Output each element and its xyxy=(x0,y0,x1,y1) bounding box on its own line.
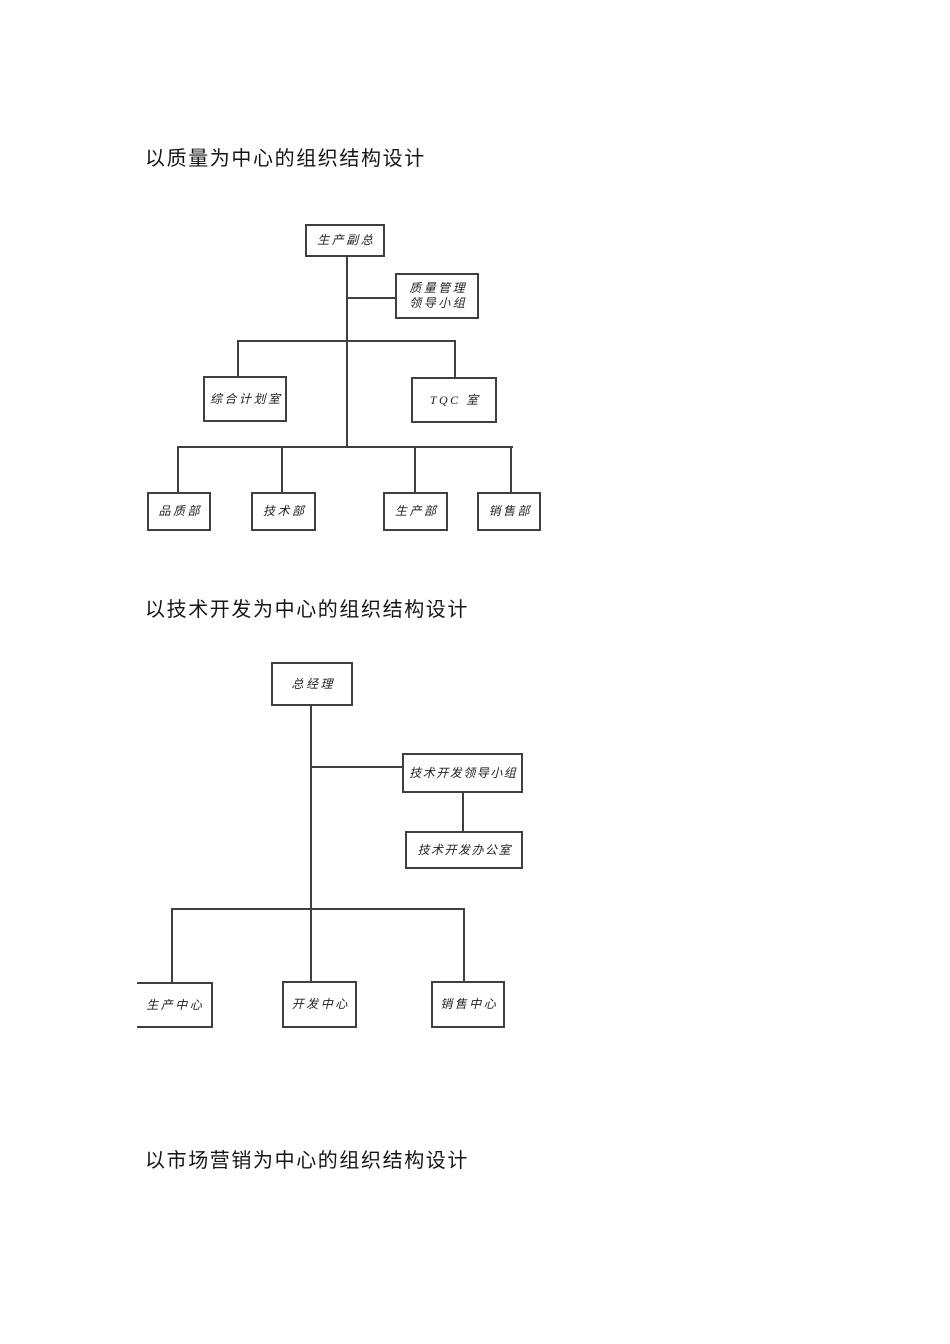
org-box-planning-office: 综合计划室 xyxy=(203,376,287,422)
connector-line xyxy=(310,766,402,768)
org-box-label: 生产部 xyxy=(394,504,439,518)
org-box-quality-dept: 品质部 xyxy=(147,492,211,531)
org-box-general-manager: 总经理 xyxy=(271,662,353,706)
connector-line xyxy=(171,908,173,984)
section-title-quality: 以质量为中心的组织结构设计 xyxy=(145,148,426,170)
org-box-label: 生产中心 xyxy=(146,997,205,1012)
org-box-label: 综合计划室 xyxy=(209,391,283,406)
connector-line xyxy=(346,256,348,448)
org-box-production-vp: 生产副总 xyxy=(305,224,385,257)
org-box-production-dept: 生产部 xyxy=(383,492,448,531)
org-box-quality-leading-group: 质量管理 领导小组 xyxy=(395,273,479,319)
org-box-sales-center: 销售中心 xyxy=(431,981,505,1028)
section-title-tech: 以技术开发为中心的组织结构设计 xyxy=(145,599,469,621)
org-box-label: 技术开发领导小组 xyxy=(409,765,518,780)
connector-line xyxy=(281,446,283,494)
org-box-label: 销售部 xyxy=(488,504,532,518)
connector-line xyxy=(177,446,179,494)
org-box-label: 技术开发办公室 xyxy=(417,842,512,857)
org-box-label: 品质部 xyxy=(158,504,202,518)
connector-line xyxy=(237,340,239,378)
connector-line xyxy=(510,446,512,494)
org-box-label-line2: 领导小组 xyxy=(409,296,468,310)
connector-line xyxy=(171,908,465,910)
connector-line xyxy=(177,446,513,448)
org-box-label: TQC 室 xyxy=(429,392,481,407)
connector-line xyxy=(462,791,464,833)
connector-line xyxy=(463,908,465,982)
org-box-label: 技术部 xyxy=(262,504,307,518)
connector-line xyxy=(310,705,312,982)
connector-line xyxy=(414,446,416,494)
org-box-label: 销售中心 xyxy=(440,997,499,1011)
org-box-label: 生产副总 xyxy=(317,233,376,247)
org-box-tqc-office: TQC 室 xyxy=(411,377,497,423)
org-box-technology-dept: 技术部 xyxy=(251,492,316,531)
org-box-tech-dev-office: 技术开发办公室 xyxy=(405,831,523,869)
org-box-label-line1: 质量管理 xyxy=(409,281,468,295)
org-box-sales-dept: 销售部 xyxy=(477,492,541,531)
org-box-production-center: 生产中心 xyxy=(137,982,213,1028)
section-title-marketing: 以市场营销为中心的组织结构设计 xyxy=(145,1150,469,1172)
org-box-label: 总经理 xyxy=(291,676,335,691)
org-box-label: 开发中心 xyxy=(291,997,350,1011)
org-box-tech-dev-leading-group: 技术开发领导小组 xyxy=(402,753,523,793)
org-box-development-center: 开发中心 xyxy=(282,981,357,1028)
connector-line xyxy=(346,297,396,299)
connector-line xyxy=(454,340,456,379)
connector-line xyxy=(237,340,456,342)
